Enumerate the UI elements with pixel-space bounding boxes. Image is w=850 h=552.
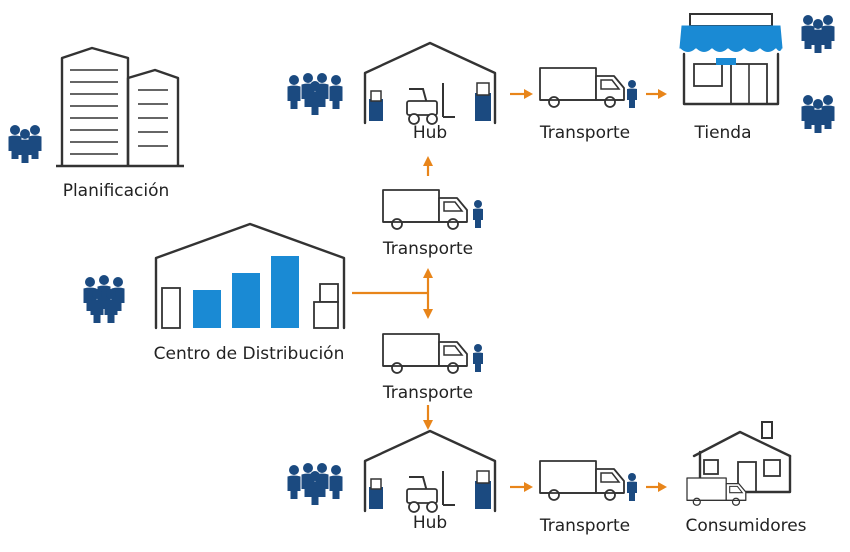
warehouse-icon — [359, 43, 501, 124]
warehouse-icon — [154, 222, 346, 330]
truck-icon — [539, 67, 625, 108]
driver-icon — [627, 80, 637, 108]
store-node: Tienda — [679, 13, 835, 143]
hub-top-node: Hub — [287, 43, 502, 143]
hub-top-label: Hub — [413, 123, 447, 143]
bar-1 — [193, 290, 221, 328]
transport-bottom-node: Transporte — [539, 460, 637, 536]
hub-bottom-node: Hub — [287, 431, 502, 533]
people-group-icon — [287, 73, 343, 115]
driver-icon — [627, 473, 637, 501]
hub-bottom-label: Hub — [413, 513, 447, 533]
truck-icon — [382, 189, 468, 230]
people-group-icon — [9, 125, 42, 163]
transport-mid-bottom-node: Transporte — [382, 333, 483, 403]
arrow-transport-store — [646, 89, 667, 99]
truck-icon — [382, 333, 468, 374]
people-group-icon — [83, 275, 125, 323]
distribution-center-label: Centro de Distribución — [154, 344, 345, 364]
dc-connector-arrows — [352, 156, 433, 430]
people-group-icon — [802, 95, 835, 133]
store-icon — [679, 13, 783, 106]
transport-mid-top-label: Transporte — [382, 239, 473, 259]
bar-3 — [271, 256, 299, 328]
people-group-icon — [802, 15, 835, 53]
transport-top-label: Transporte — [539, 123, 630, 143]
transport-mid-top-node: Transporte — [382, 189, 483, 259]
arrow-transport-consumers — [646, 482, 667, 492]
driver-icon — [473, 200, 483, 228]
driver-icon — [473, 344, 483, 372]
office-building-icon — [56, 46, 184, 168]
truck-icon — [686, 477, 747, 506]
transport-mid-bottom-label: Transporte — [382, 383, 473, 403]
arrow-hub-transport-bottom — [510, 482, 533, 492]
store-label: Tienda — [693, 123, 751, 143]
truck-icon — [539, 460, 625, 501]
arrow-hub-transport-top — [510, 89, 533, 99]
people-group-icon — [287, 463, 343, 505]
consumers-node: Consumidores — [685, 421, 807, 536]
planning-node: Planificación — [9, 46, 184, 201]
distribution-center-node: Centro de Distribución — [83, 222, 346, 364]
consumers-label: Consumidores — [685, 516, 806, 536]
planning-label: Planificación — [63, 181, 170, 201]
transport-bottom-label: Transporte — [539, 516, 630, 536]
warehouse-icon — [359, 431, 501, 512]
transport-top-node: Transporte — [539, 67, 637, 143]
bar-2 — [232, 273, 260, 328]
